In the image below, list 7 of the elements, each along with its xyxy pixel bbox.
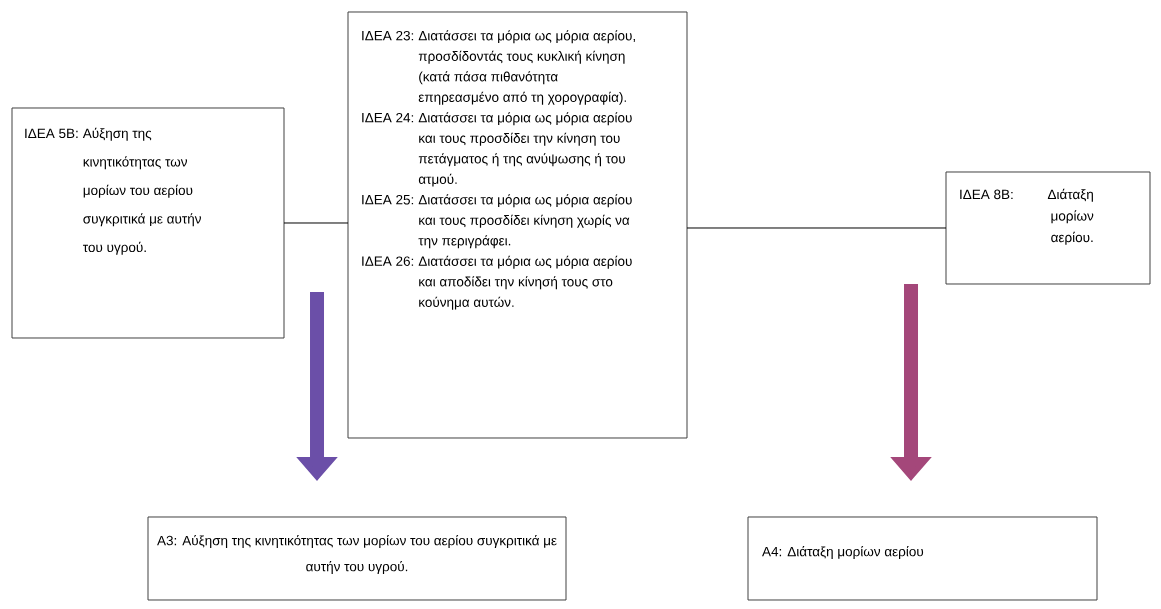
idea-box: ΙΔΕΑ 5Β: Αύξηση της κινητικότητας των μορίων του αερίου συγκριτικά με αυτήν του υγρού. — [11, 107, 285, 339]
outcome-box: Α4: Διάταξη μορίων αερίου — [747, 516, 1098, 601]
idea-box: ΙΔΕΑ 8Β: Διάταξη μορίων αερίου. — [945, 171, 1151, 285]
connector-line — [283, 222, 349, 224]
outcome-box: Α3: Αύξηση της κινητικότητας των μορίων του αερίου συγκριτικά με αυτήν του υγρού. — [147, 516, 567, 601]
idea-box: ΙΔΕΑ 23: Διατάσσει τα μόρια ως μόρια αερίου, προσδίδοντάς τους κυκλική κίνηση (κατά πάσα πιθανότητα επηρεασμένο από τη χορογραφία). ΙΔΕΑ 24: Διατάσσει τα μόρια ως μόρια αερίου και τους προσδίδει την κίνηση του πετάγματος ή της ανύψωσης ή του ατμού. ΙΔΕΑ 25: Διατάσσει τα μόρια ως μόρια αερίου και τους προσδίδει κίνηση χωρίς να την περιγράφει. ΙΔΕΑ 26: Διατάσσει τα μόρια ως μόρια αερίου και αποδίδει την κίνησή τους στο κούνημα αυτών. — [347, 11, 688, 439]
connector-line — [686, 227, 947, 229]
